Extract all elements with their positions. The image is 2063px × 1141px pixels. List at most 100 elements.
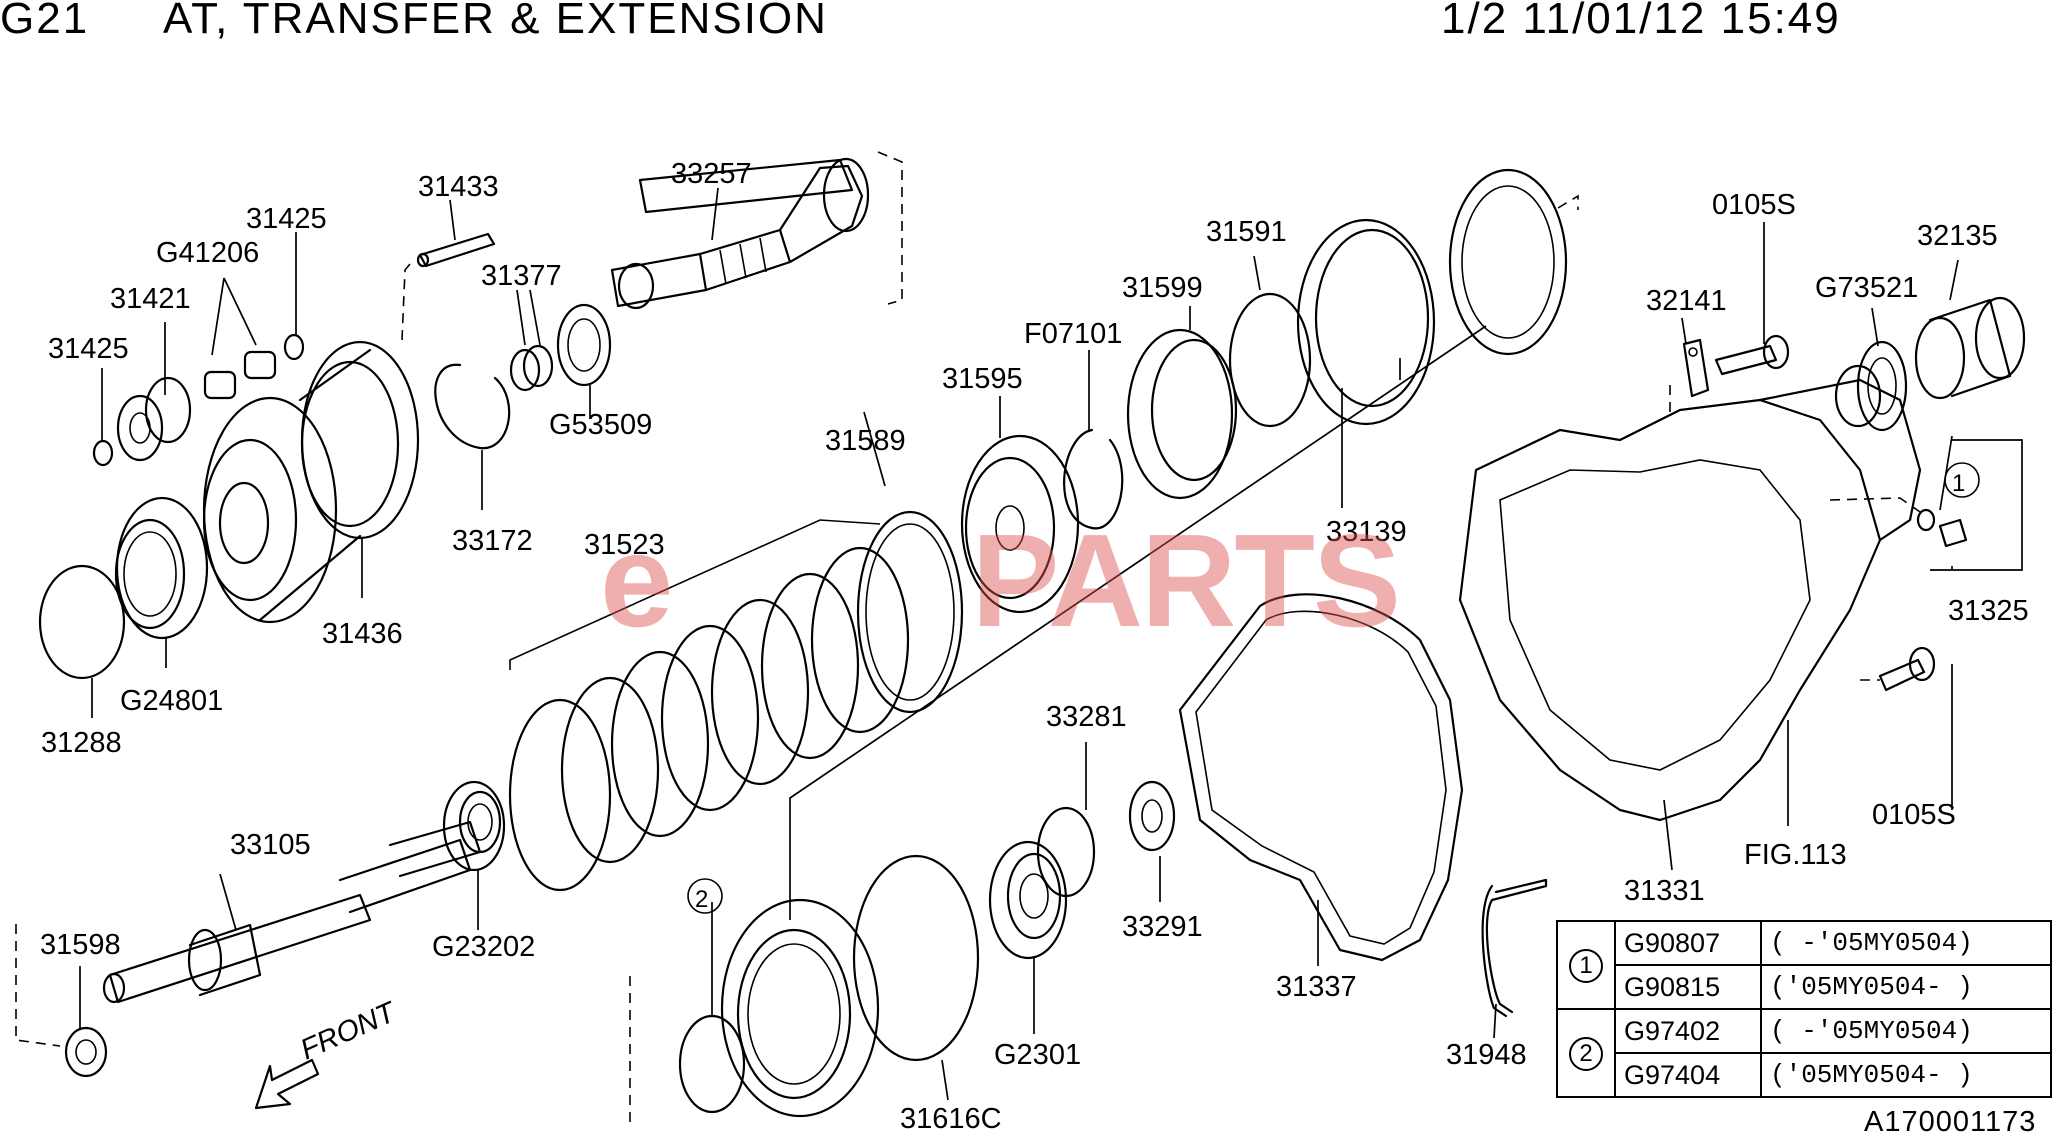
label-31377[interactable]: 31377 — [481, 260, 562, 292]
part-31599-one-way-clutch[interactable] — [1126, 328, 1238, 500]
part-G41206-needle-bearing[interactable] — [203, 350, 277, 400]
label-31421[interactable]: 31421 — [110, 283, 191, 315]
part-31433-pin[interactable] — [416, 232, 496, 268]
label-33257[interactable]: 33257 — [671, 158, 752, 190]
label-33105[interactable]: 33105 — [230, 829, 311, 861]
part-31377-seal-ring[interactable] — [509, 344, 554, 392]
part-G73521-oil-seal[interactable] — [1856, 340, 1908, 432]
legend-code[interactable]: G90807 — [1614, 920, 1762, 966]
part-32135-bushing[interactable] — [1914, 296, 2026, 400]
part-G23202-bearing[interactable] — [442, 780, 506, 872]
part-31589-clutch-plate[interactable] — [856, 510, 964, 714]
label-31288[interactable]: 31288 — [41, 727, 122, 759]
part-33291-gear[interactable] — [1128, 780, 1176, 852]
legend-range: ( -'05MY0504) — [1760, 1008, 2052, 1054]
part-31948-pipe[interactable] — [1481, 878, 1548, 1018]
label-31433[interactable]: 31433 — [418, 171, 499, 203]
label-G53509[interactable]: G53509 — [549, 409, 652, 441]
label-31595[interactable]: 31595 — [942, 363, 1023, 395]
part-32141-bracket[interactable] — [1682, 338, 1710, 398]
label-31436[interactable]: 31436 — [322, 618, 403, 650]
part-0105S-bolt-upper[interactable] — [1714, 334, 1790, 376]
label-G73521[interactable]: G73521 — [1815, 272, 1918, 304]
diagram-title: AT, TRANSFER & EXTENSION — [163, 0, 828, 43]
label-0105S-upper[interactable]: 0105S — [1712, 189, 1796, 221]
label-31331[interactable]: 31331 — [1624, 875, 1705, 907]
label-31616C[interactable]: 31616C — [900, 1103, 1002, 1135]
label-31598[interactable]: 31598 — [40, 929, 121, 961]
legend-ref-cell: 2 — [1556, 1008, 1616, 1098]
part-33172-snap-ring[interactable] — [434, 363, 511, 450]
front-arrow-icon: FRONT — [254, 996, 402, 1110]
legend-code[interactable]: G97404 — [1614, 1052, 1762, 1098]
part-31425-washer-upper[interactable] — [283, 333, 305, 361]
legend-row: 2 G97402 ( -'05MY0504) — [1556, 1008, 2052, 1098]
part-31425-washer-lower[interactable] — [92, 439, 114, 467]
part-33281-washer[interactable] — [1036, 806, 1096, 898]
label-31589[interactable]: 31589 — [825, 425, 906, 457]
label-31325[interactable]: 31325 — [1948, 595, 2029, 627]
label-31337[interactable]: 31337 — [1276, 971, 1357, 1003]
label-32141[interactable]: 32141 — [1646, 285, 1727, 317]
part-31337-gasket[interactable] — [1178, 593, 1464, 962]
legend-ref-2: 2 — [1569, 1037, 1603, 1071]
label-31948[interactable]: 31948 — [1446, 1039, 1527, 1071]
label-32135[interactable]: 32135 — [1917, 220, 1998, 252]
part-33105-output-shaft[interactable] — [102, 820, 482, 1004]
legend-code[interactable]: G97402 — [1614, 1008, 1762, 1054]
part-31325-plug[interactable] — [1916, 508, 1968, 548]
part-G53509-washer[interactable] — [556, 303, 612, 387]
legend-range: ( -'05MY0504) — [1760, 920, 2052, 966]
label-G24801[interactable]: G24801 — [120, 685, 223, 717]
label-33139[interactable]: 33139 — [1326, 516, 1407, 548]
label-G23202[interactable]: G23202 — [432, 931, 535, 963]
part-31436-drive-gear[interactable] — [202, 340, 420, 624]
label-0105S-lower[interactable]: 0105S — [1872, 799, 1956, 831]
drawing-id: A170001173 — [1864, 1106, 2037, 1138]
part-G2301-bearing[interactable] — [988, 840, 1068, 960]
part-31591-snap-ring[interactable] — [1228, 292, 1312, 428]
label-31523[interactable]: 31523 — [584, 529, 665, 561]
legend-row: G90815 ('05MY0504- ) — [1557, 964, 2052, 1010]
svg-text:1: 1 — [1952, 470, 1965, 497]
leader-lines — [79, 187, 2023, 1101]
label-31425-upper[interactable]: 31425 — [246, 203, 327, 235]
label-F07101[interactable]: F07101 — [1024, 318, 1122, 350]
legend-range: ('05MY0504- ) — [1760, 964, 2052, 1010]
part-31616C-o-ring[interactable] — [852, 854, 980, 1062]
part-33139-drum[interactable] — [1296, 168, 1568, 426]
supersession-legend-table: 1 G90807 ( -'05MY0504) G90815 ('05MY0504… — [1556, 920, 2052, 1098]
part-31523-clutch-plates[interactable] — [508, 519, 910, 892]
label-31425-lower[interactable]: 31425 — [48, 333, 129, 365]
label-33281[interactable]: 33281 — [1046, 701, 1127, 733]
callout-2: 2 — [687, 878, 723, 914]
label-31591[interactable]: 31591 — [1206, 216, 1287, 248]
part-31598-washer[interactable] — [64, 1026, 108, 1078]
legend-ref-1: 1 — [1569, 949, 1603, 983]
part-0105S-bolt-lower[interactable] — [1878, 646, 1936, 692]
legend-row: G97404 ('05MY0504- ) — [1557, 1052, 2052, 1098]
label-31599[interactable]: 31599 — [1122, 272, 1203, 304]
part-oil-seal-retainer[interactable] — [720, 898, 880, 1118]
label-G41206[interactable]: G41206 — [156, 237, 259, 269]
label-33291[interactable]: 33291 — [1122, 911, 1203, 943]
label-G2301[interactable]: G2301 — [994, 1039, 1081, 1071]
part-33257-shaft[interactable] — [610, 157, 870, 310]
part-G24801-bearing[interactable] — [114, 496, 209, 640]
label-33172[interactable]: 33172 — [452, 525, 533, 557]
label-FIG113[interactable]: FIG.113 — [1744, 839, 1847, 871]
part-31288-snap-ring[interactable] — [38, 564, 126, 680]
legend-row: 1 G90807 ( -'05MY0504) — [1556, 920, 2052, 1010]
legend-code[interactable]: G90815 — [1614, 964, 1762, 1010]
part-31595-gear[interactable] — [960, 434, 1080, 614]
diagram-code: G21 — [0, 0, 90, 43]
legend-range: ('05MY0504- ) — [1760, 1052, 2052, 1098]
front-label: FRONT — [296, 996, 402, 1067]
legend-ref-cell: 1 — [1556, 920, 1616, 1010]
part-31331-transfer-case[interactable] — [1458, 364, 1922, 822]
part-F07101-snap-ring[interactable] — [1063, 428, 1124, 530]
part-31421-pinion-gear[interactable] — [116, 376, 192, 462]
svg-text:2: 2 — [695, 886, 708, 913]
